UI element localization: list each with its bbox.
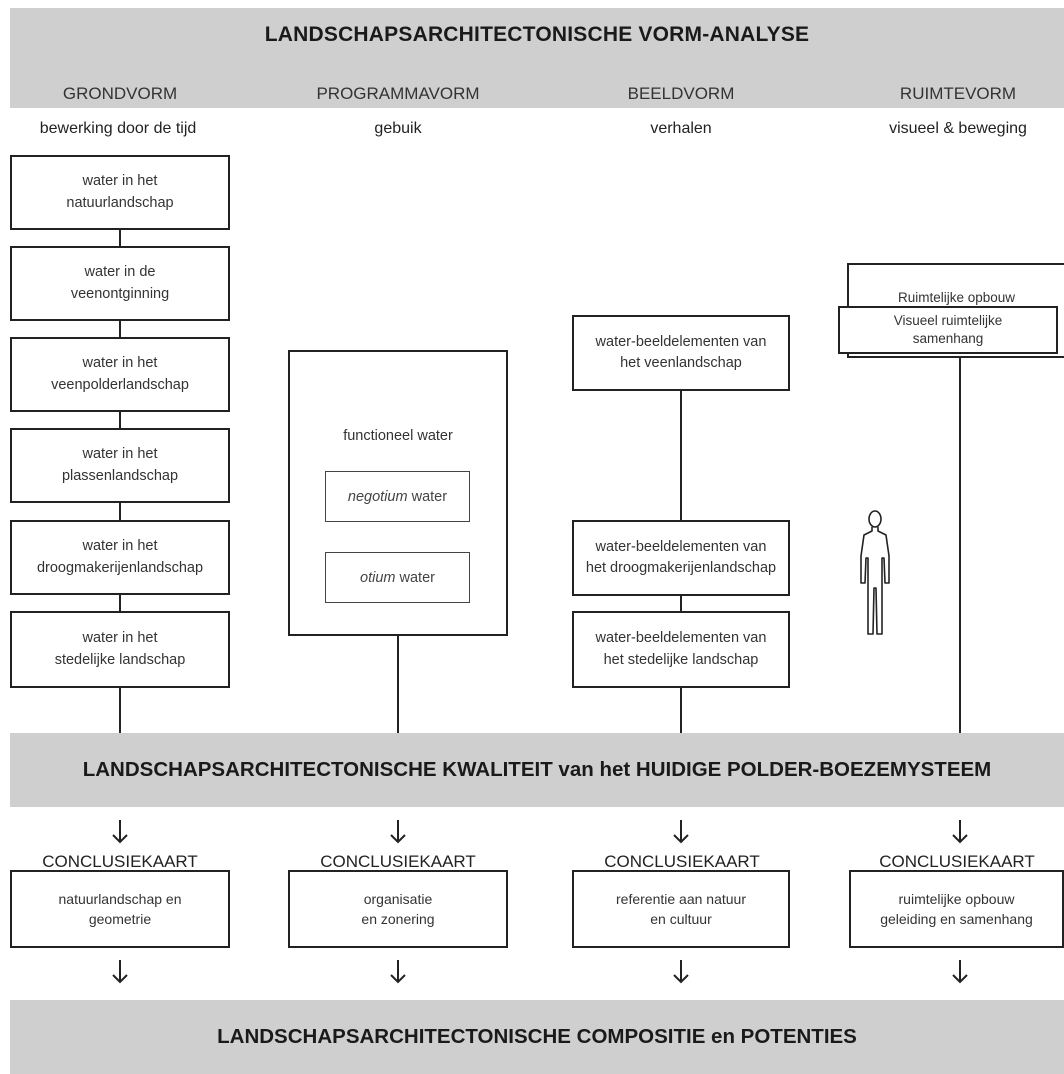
box-line: water in de xyxy=(84,264,156,281)
beeldvorm-box: water-beeldelementen van het stedelijke l… xyxy=(572,611,790,688)
box-line: water in het xyxy=(82,630,158,647)
box-line: water in het xyxy=(82,355,158,372)
arrow-down-icon xyxy=(952,820,968,844)
box-line: plassenlandschap xyxy=(61,467,179,484)
box-line: Visueel ruimtelijke xyxy=(893,312,1003,328)
box-line: water-beeldelementen van xyxy=(595,333,767,350)
box-line: het veenlandschap xyxy=(620,355,742,371)
visueel-samenhang-box: Visueel ruimtelijke samenhang xyxy=(838,306,1058,354)
otium-water-box: otium water xyxy=(325,552,470,603)
conclusie-box: ruimtelijke opbouw geleiding en samenhang xyxy=(849,870,1064,948)
composition-title: LANDSCHAPSARCHITECTONISCHE COMPOSITIE en… xyxy=(217,1025,857,1048)
grondvorm-box: water in het plassenlandschap xyxy=(10,428,230,503)
grondvorm-box: water in het stedelijke landschap xyxy=(10,611,230,688)
box-line: veenontginning xyxy=(70,285,170,302)
column-subheading-ruimtevorm: visueel & beweging xyxy=(889,120,1027,137)
box-line: samenhang xyxy=(912,331,984,346)
top-band: LANDSCHAPSARCHITECTONISCHE VORM-ANALYSE xyxy=(10,8,1064,108)
grondvorm-box: water in het veenpolderlandschap xyxy=(10,337,230,412)
box-line: en zonering xyxy=(361,911,435,927)
conclusie-box: referentie aan natuur en cultuur xyxy=(572,870,790,948)
box-line: water-beeldelementen van xyxy=(595,630,767,647)
conclusiekaart-label: CONCLUSIEKAART xyxy=(320,852,476,871)
column-subheading-grondvorm: bewerking door de tijd xyxy=(39,120,197,137)
box-line: het stedelijke landschap xyxy=(603,651,759,668)
bottom-band: LANDSCHAPSARCHITECTONISCHE COMPOSITIE en… xyxy=(10,1000,1064,1074)
grondvorm-box: water in het droogmakerijenlandschap xyxy=(10,520,230,595)
column-subheading-beeldvorm: verhalen xyxy=(650,120,712,137)
quality-title: LANDSCHAPSARCHITECTONISCHE KWALITEIT van… xyxy=(82,758,992,781)
box-line: natuurlandschap xyxy=(66,194,174,211)
beeldvorm-box: water-beeldelementen van het veenlandscha… xyxy=(572,315,790,391)
box-line: geometrie xyxy=(88,911,152,927)
box-line: water-beeldelementen van xyxy=(595,538,767,555)
column-heading-ruimtevorm: RUIMTEVORM xyxy=(899,84,1017,103)
box-line: en cultuur xyxy=(650,911,712,927)
arrow-down-icon xyxy=(112,960,128,984)
box-line: water in het xyxy=(82,446,158,463)
box-line: geleiding en samenhang xyxy=(880,911,1033,927)
arrow-down-icon xyxy=(673,820,689,844)
otium-suffix: water xyxy=(395,569,435,586)
box-line: veenpolderlandschap xyxy=(51,376,189,393)
box-line: organisatie xyxy=(363,890,433,907)
functioneel-water-label: functioneel water xyxy=(343,428,453,444)
negotium-water-box: negotium water xyxy=(325,471,470,522)
box-line: referentie aan natuur xyxy=(616,890,746,907)
box-line: water in het xyxy=(82,173,158,190)
box-line: water in het xyxy=(82,538,158,555)
negotium-term: negotium xyxy=(347,488,408,505)
box-line: het droogmakerijenlandschap xyxy=(585,560,777,576)
programmavorm-connector xyxy=(397,635,399,733)
conclusie-box: natuurlandschap en geometrie xyxy=(10,870,230,948)
person-silhouette-icon xyxy=(858,508,892,638)
box-line: natuurlandschap en xyxy=(58,890,182,907)
arrow-down-icon xyxy=(112,820,128,844)
arrow-down-icon xyxy=(390,820,406,844)
conclusie-box: organisatie en zonering xyxy=(288,870,508,948)
conclusiekaart-label: CONCLUSIEKAART xyxy=(879,852,1035,871)
column-subheading-programmavorm: gebuik xyxy=(374,120,422,137)
middle-band: LANDSCHAPSARCHITECTONISCHE KWALITEIT van… xyxy=(10,733,1064,807)
ruimtelijke-opbouw-label: Ruimtelijke opbouw xyxy=(897,290,1016,305)
grondvorm-box: water in de veenontginning xyxy=(10,246,230,321)
ruimtevorm-connector xyxy=(959,352,961,733)
otium-term: otium xyxy=(360,569,396,586)
arrow-down-icon xyxy=(673,960,689,984)
arrow-down-icon xyxy=(952,960,968,984)
conclusiekaart-label: CONCLUSIEKAART xyxy=(604,852,760,871)
column-heading-programmavorm: PROGRAMMAVORM xyxy=(316,84,480,103)
box-line: droogmakerijenlandschap xyxy=(36,559,204,576)
grondvorm-box: water in het natuurlandschap xyxy=(10,155,230,230)
column-heading-grondvorm: GRONDVORM xyxy=(62,84,178,103)
box-line: ruimtelijke opbouw xyxy=(898,890,1015,907)
column-heading-beeldvorm: BEELDVORM xyxy=(627,84,735,103)
conclusiekaart-label: CONCLUSIEKAART xyxy=(42,852,198,871)
beeldvorm-box: water-beeldelementen van het droogmakerij… xyxy=(572,520,790,596)
arrow-down-icon xyxy=(390,960,406,984)
negotium-suffix: water xyxy=(407,488,448,505)
box-line: stedelijke landschap xyxy=(54,651,186,668)
analysis-title: LANDSCHAPSARCHITECTONISCHE VORM-ANALYSE xyxy=(264,23,810,46)
